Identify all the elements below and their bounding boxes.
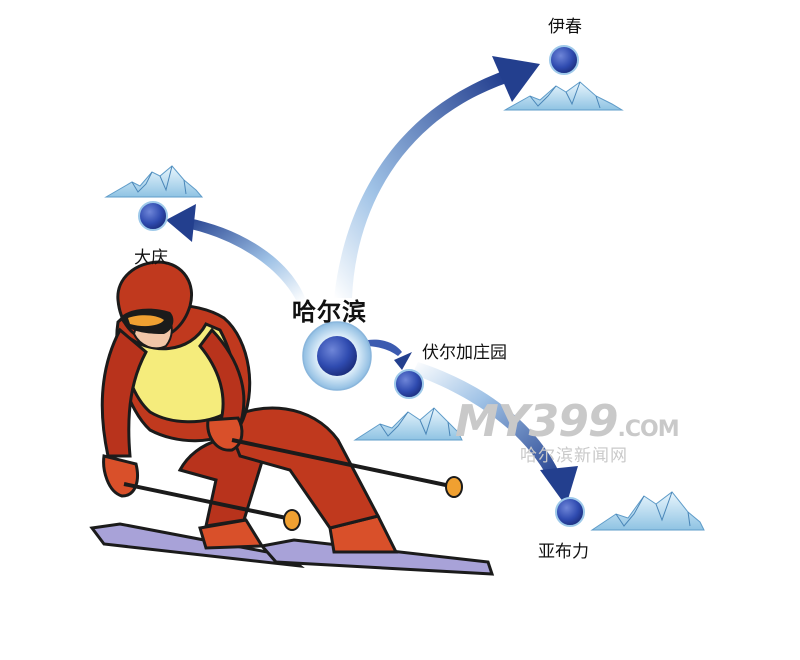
node-yichun: [549, 45, 579, 75]
arrow-to-yichun: [334, 56, 540, 298]
hub-node-harbin: [302, 321, 372, 391]
skier-illustration: [89, 260, 495, 576]
watermark-subtitle: 哈尔滨新闻网: [520, 446, 628, 466]
label-hub-harbin: 哈尔滨: [292, 298, 367, 326]
watermark-domain: .COM: [617, 417, 680, 442]
label-fuer: 伏尔加庄园: [422, 343, 507, 363]
arrow-to-fuer: [368, 339, 412, 370]
node-daqing: [138, 201, 168, 231]
watermark-brand: MY399: [455, 396, 618, 447]
label-yabuli: 亚布力: [538, 542, 589, 562]
pole-right: [231, 438, 461, 490]
pole-left: [123, 482, 297, 522]
node-yabuli: [555, 497, 585, 527]
arrow-to-yabuli: [412, 362, 578, 506]
mountain-daqing: [104, 165, 204, 198]
node-fuer: [394, 369, 424, 399]
watermark-logo: MY399.COM: [455, 396, 680, 447]
arrow-to-daqing: [166, 204, 306, 300]
mountain-fuer: [353, 407, 463, 441]
label-yichun: 伊春: [548, 17, 582, 37]
label-daqing: 大庆: [134, 248, 168, 268]
ski-right: [259, 538, 495, 576]
mountain-yichun: [503, 81, 624, 111]
mountain-yabuli: [590, 491, 705, 531]
